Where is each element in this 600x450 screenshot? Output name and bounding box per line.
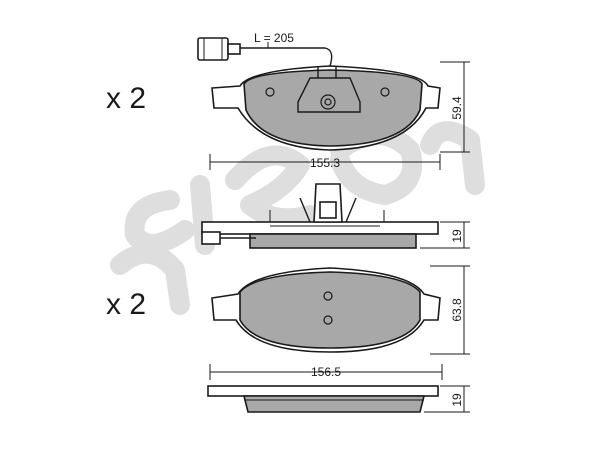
bottom-pad-front-view [211, 267, 441, 353]
quantity-label-bottom: x 2 [106, 288, 146, 321]
top-pad-hole-left [265, 87, 275, 97]
bottom-pad-thickness-label: 19 [450, 393, 464, 407]
sensor-connector [197, 37, 229, 61]
bottom-pad-hole-lower [323, 315, 333, 325]
top-pad-width-dimension: 155.3 [209, 154, 441, 170]
top-pad-friction-material [243, 69, 423, 147]
bottom-pad-side-view [207, 385, 439, 413]
top-pad-thickness-label: 19 [450, 229, 464, 243]
bottom-pad-height-label: 63.8 [450, 298, 464, 322]
top-pad-width-label: 155.3 [310, 156, 340, 170]
bottom-pad-side-backing [207, 385, 439, 397]
bottom-pad-width-label: 156.5 [311, 365, 341, 379]
bottom-pad-thickness-dimension: 19 [424, 385, 470, 413]
sensor-wire: L = 205 [197, 31, 333, 67]
top-pad-height-label: 59.4 [450, 96, 464, 120]
bottom-pad-friction-material [239, 271, 421, 349]
bottom-pad-side-friction [242, 395, 426, 413]
bottom-pad-width-dimension: 156.5 [209, 364, 443, 380]
bottom-pad-height-dimension: 63.8 [430, 265, 470, 355]
top-pad-height-dimension: 59.4 [440, 61, 470, 153]
top-pad-side-view [201, 183, 439, 249]
top-pad-side-backing [201, 221, 439, 235]
top-pad-side-friction [249, 233, 417, 249]
bottom-pad-hole-upper [323, 291, 333, 301]
top-pad-thickness-dimension: 19 [420, 221, 470, 249]
top-pad-front-view [211, 65, 441, 151]
sensor-wire-length-label: L = 205 [254, 31, 294, 45]
quantity-label-top: x 2 [106, 82, 146, 115]
top-pad-hole-right [380, 87, 390, 97]
